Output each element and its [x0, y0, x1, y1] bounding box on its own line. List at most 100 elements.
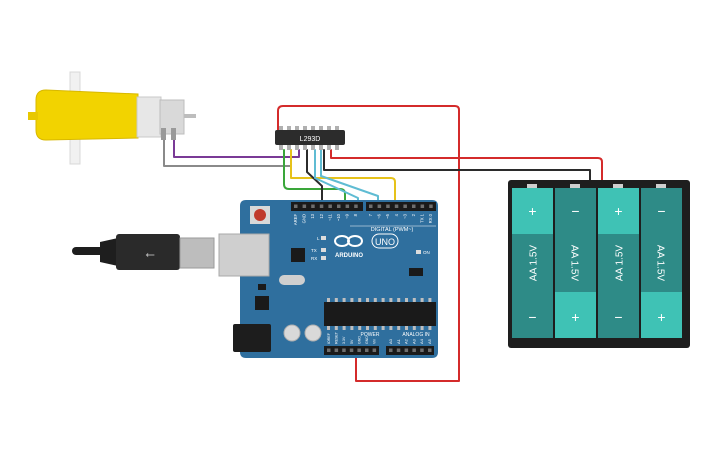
header-hole[interactable] [429, 204, 433, 209]
header-hole[interactable] [354, 204, 358, 209]
top-pin-label: ~11 [327, 213, 332, 220]
header-hole[interactable] [311, 204, 315, 209]
crystal [279, 275, 305, 285]
header-hole[interactable] [349, 348, 354, 353]
header-hole[interactable] [420, 348, 424, 353]
header-hole[interactable] [302, 204, 307, 209]
capacitor-2 [304, 324, 322, 342]
power-pin-label: 3.3V [342, 336, 346, 344]
top-pin-label: ~5 [385, 213, 390, 218]
dc-motor[interactable] [28, 71, 196, 165]
arduino-wordmark: ARDUINO [335, 253, 363, 259]
battery-cell: −+AA 1.5V [641, 184, 682, 338]
cell-cap-top [641, 188, 682, 234]
mcu-pin [420, 326, 424, 330]
header-hole[interactable] [365, 348, 369, 353]
power-label: POWER [361, 332, 380, 338]
top-pin-label: 8 [353, 213, 358, 216]
power-pin-label: Vin [373, 339, 377, 344]
cell-cap-bottom [512, 292, 553, 338]
header-hole[interactable] [428, 348, 432, 353]
cell-plus-symbol: + [657, 309, 665, 325]
top-pin-label: 4 [394, 213, 399, 216]
analog-pin-label: A0 [388, 338, 393, 344]
header-hole[interactable] [420, 204, 425, 209]
mcu-pin [373, 326, 377, 330]
header-hole[interactable] [394, 204, 399, 209]
header-hole[interactable] [342, 348, 346, 353]
wire-motor-gray[interactable] [163, 139, 292, 167]
cell-terminal [527, 184, 537, 188]
power-pin-label: GND [365, 336, 369, 344]
header-hole[interactable] [319, 204, 324, 209]
header-hole[interactable] [412, 204, 416, 209]
top-pin-label: 2 [411, 213, 416, 216]
battery-pack[interactable]: +−AA 1.5V−+AA 1.5V+−AA 1.5V−+AA 1.5V [508, 180, 690, 348]
header-hole[interactable] [404, 348, 409, 353]
cell-minus-symbol: − [614, 309, 622, 325]
wire-5v-to-driver[interactable] [277, 105, 460, 382]
header-hole[interactable] [412, 348, 416, 353]
header-hole[interactable] [328, 204, 332, 209]
reset-button[interactable] [254, 209, 266, 221]
mcu-pin [327, 298, 330, 302]
header-hole[interactable] [369, 204, 373, 209]
mcu-pin [397, 298, 401, 302]
header-hole[interactable] [337, 204, 341, 209]
led-l [321, 236, 326, 240]
header-hole[interactable] [345, 204, 350, 209]
header-hole[interactable] [294, 204, 298, 209]
top-pin-label: ~10 [336, 213, 341, 221]
arduino-logo: ARDUINO UNO [334, 233, 399, 259]
capacitor-1 [283, 324, 301, 342]
motor-housing [136, 96, 162, 138]
usb-cable[interactable]: ⭠ [72, 234, 215, 270]
power-pin-label: 5V [350, 339, 354, 344]
mcu-pin [381, 298, 385, 302]
led-rx [321, 256, 326, 260]
cell-minus-symbol: − [571, 203, 579, 219]
wire-driver-to-battery-positive[interactable] [330, 149, 603, 181]
usb-cable-strain-relief [100, 238, 118, 266]
mcu-pin [420, 298, 424, 302]
cell-cap-bottom [555, 292, 596, 338]
motor-gearbox [35, 89, 139, 141]
power-pin-label: RESET [335, 331, 339, 344]
usb-chip [291, 248, 305, 262]
led-on-label: ON [423, 250, 430, 255]
analog-pin-label: A2 [404, 338, 409, 344]
header-hole[interactable] [403, 204, 407, 209]
header-hole[interactable] [357, 348, 361, 353]
cell-cap-bottom [641, 292, 682, 338]
wire-yellow[interactable] [290, 149, 396, 211]
header-hole[interactable] [389, 348, 393, 353]
header-hole[interactable] [334, 348, 339, 353]
mcu-pin [428, 326, 432, 330]
mcu-pin [350, 298, 354, 302]
header-hole[interactable] [377, 204, 382, 209]
wire-gnd[interactable] [306, 149, 323, 211]
top-pin-label: GND [302, 214, 307, 223]
wire-driver-to-battery-negative[interactable] [323, 149, 591, 181]
analog-header [386, 346, 434, 355]
header-hole[interactable] [327, 348, 331, 353]
wire-motor-purple[interactable] [173, 139, 300, 158]
power-pin-label: IOREF [327, 332, 331, 344]
mcu-pin [358, 326, 362, 330]
chip-body [275, 130, 345, 145]
header-hole[interactable] [396, 348, 401, 353]
mcu-pin [428, 298, 432, 302]
header-hole[interactable] [372, 348, 377, 353]
mcu-pin [350, 326, 354, 330]
analog-pin-label: A3 [411, 338, 416, 344]
voltage-regulator [255, 296, 269, 310]
header-hole[interactable] [386, 204, 390, 209]
l293d-chip[interactable]: L293D [275, 126, 345, 150]
mcu-pin [373, 298, 377, 302]
top-pin-label: 7 [368, 213, 373, 216]
small-smd [258, 284, 266, 290]
chip-top-pins [279, 126, 339, 131]
mcu-pin [389, 298, 393, 302]
